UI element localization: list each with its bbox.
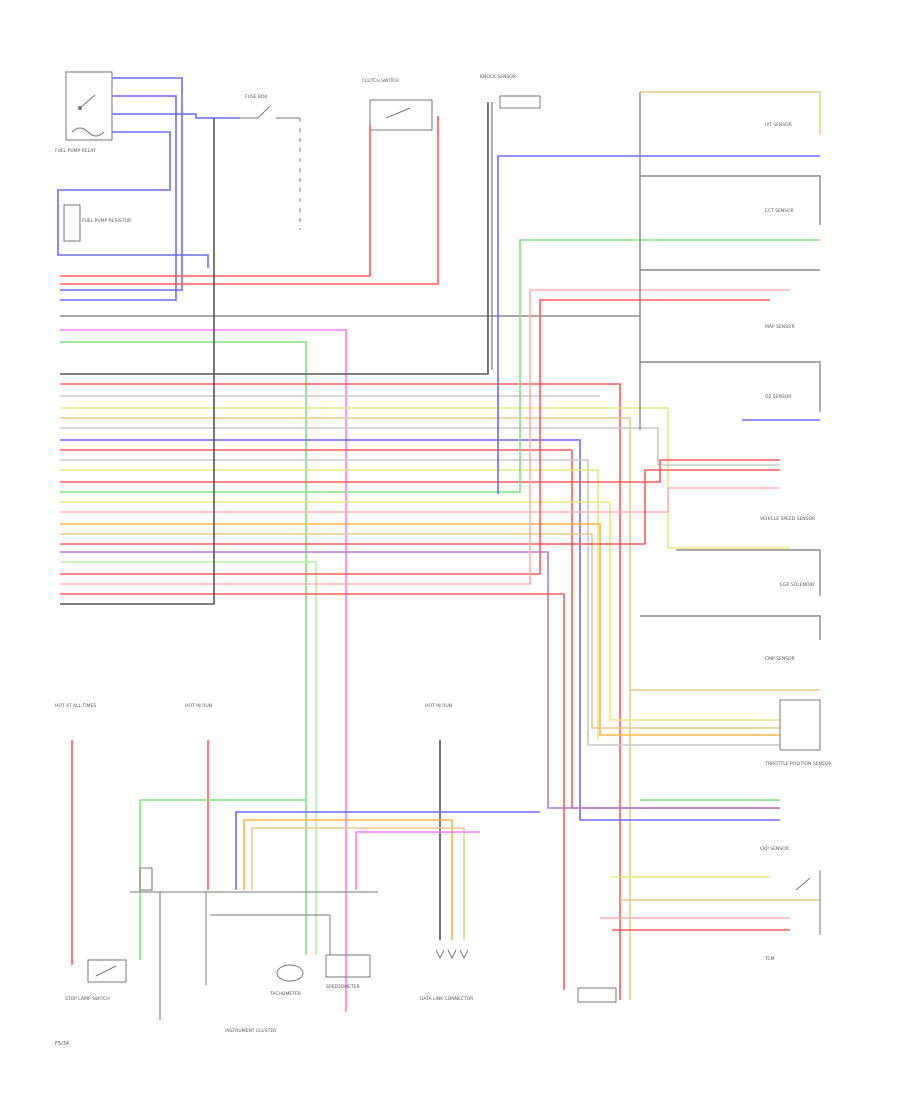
wire-l0	[60, 102, 489, 375]
wire-h4	[60, 329, 347, 1012]
fuse-hot-run-label: HOT IN RUN	[185, 703, 212, 709]
vss-label: VEHICLE SPEED SENSOR	[760, 516, 815, 522]
fuel-pump-resistor	[63, 204, 81, 242]
fuse-hot-all-label: HOT AT ALL TIMES	[55, 703, 96, 709]
wire-l15	[60, 533, 780, 729]
wire-l20	[60, 289, 790, 585]
ckp-label: CKP SENSOR	[760, 846, 789, 852]
wire-l10	[60, 459, 780, 483]
clutch-switch	[369, 99, 433, 131]
wire-relay-blue-4	[57, 131, 209, 268]
knock-sensor	[491, 95, 541, 370]
fuel-pump-relay	[65, 71, 113, 141]
wire-relay-blue-1	[60, 77, 183, 291]
wire-l3	[60, 407, 790, 549]
ect-label: ECT SENSOR	[765, 208, 794, 214]
fuse-box	[238, 105, 301, 230]
wire-l9	[60, 469, 599, 740]
fuel-pump-resistor-label: FUEL PUMP RESISTOR	[82, 218, 131, 224]
wire-l22	[60, 118, 215, 605]
wire-l18	[60, 561, 317, 955]
wire-l14	[60, 523, 780, 736]
tps-label: THROTTLE POSITION SENSOR	[764, 761, 831, 767]
wire-l21	[60, 593, 565, 990]
fuse-box-label: FUSE BOX	[245, 94, 267, 100]
wire-b4	[139, 799, 306, 960]
iat-label: IAT SENSOR	[765, 122, 792, 128]
wire-l13	[60, 487, 780, 513]
wire-l16	[60, 469, 780, 545]
wire-l12	[60, 501, 780, 721]
wire-h1	[60, 125, 371, 277]
wire-h2	[60, 116, 439, 285]
wire-relay-blue-2	[60, 95, 177, 301]
fuse-hot-run2-label: HOT IN RUN	[425, 703, 452, 709]
clutch-switch-label: CLUTCH SWITCH	[362, 78, 399, 84]
wire-l19	[60, 299, 770, 575]
wire-l4	[60, 417, 631, 1000]
wire-l11	[60, 239, 820, 493]
tcm-label: TCM	[764, 956, 775, 962]
wire-l8	[60, 459, 780, 746]
wire-b7	[251, 827, 465, 940]
knock-sensor-label: KNOCK SENSOR	[480, 74, 516, 80]
map-label: MAP SENSOR	[765, 324, 795, 330]
right-bus	[600, 91, 821, 931]
wire-l17	[60, 551, 780, 809]
page-ref: F5/34	[55, 1041, 69, 1047]
wire-l7	[60, 449, 780, 809]
wire-b5	[235, 811, 540, 890]
wire-h5	[60, 341, 307, 955]
ebcv-label: EGR SOLENOID	[780, 582, 815, 588]
wire-l5	[60, 427, 780, 466]
fuel-pump-relay-label: FUEL PUMP RELAY	[55, 148, 96, 154]
stop-lamp-switch	[87, 959, 127, 983]
throttle-position-sensor	[779, 699, 821, 751]
wire-b8	[355, 831, 480, 890]
wire-l6	[60, 439, 780, 821]
ecm-ground-connector	[577, 987, 617, 1003]
cmp-label: CMP SENSOR	[765, 656, 795, 662]
o2-label: O2 SENSOR	[765, 394, 791, 400]
ecm-connector-lower	[60, 102, 820, 1000]
wire-blue-tps	[497, 155, 820, 494]
stop-switch-label: STOP LAMP SWITCH	[65, 996, 110, 1002]
data-link-label: DATA LINK CONNECTOR	[420, 996, 473, 1002]
instrument-cluster-label: INSTRUMENT CLUSTER	[225, 1028, 276, 1034]
wire-b6	[243, 819, 453, 940]
wire-relay-blue-3	[112, 113, 240, 119]
wire-l1	[60, 383, 621, 1000]
instrument-cluster	[130, 867, 378, 1020]
tachometer-label: TACHOMETER	[269, 991, 301, 997]
ckp-switch	[795, 870, 821, 935]
data-link-connector	[435, 949, 469, 960]
ecm-connector-upper	[60, 116, 640, 1012]
speedometer-label: SPEEDOMETER	[326, 984, 360, 990]
